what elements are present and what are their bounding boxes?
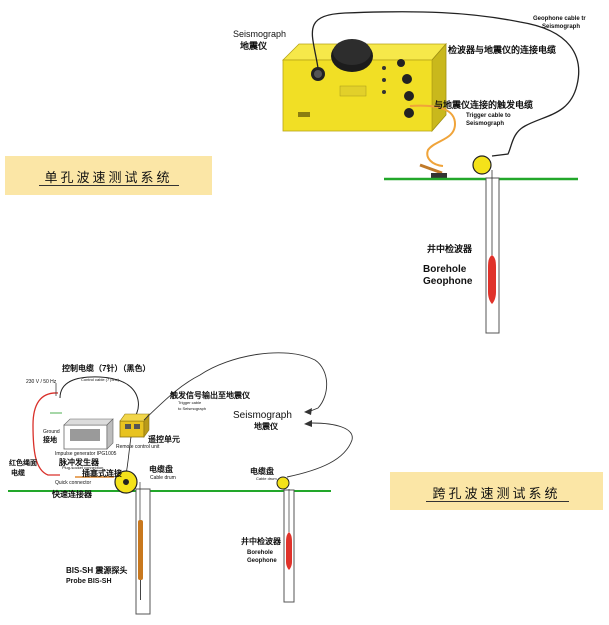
trigger-cable-en-2: Seismograph	[466, 121, 505, 127]
top-seismograph-en: Seismograph	[233, 29, 287, 39]
cable-drum-left-en: Cable drum	[150, 475, 176, 481]
method-label-single-hole-text: 单孔波速测试系统	[44, 170, 173, 185]
red-cable-cn-1: 红色绳面	[9, 460, 37, 467]
cable-drum-right-en: Cable drum	[256, 476, 277, 481]
borehole-left	[135, 482, 151, 615]
red-ground-cable	[32, 392, 60, 476]
quick-cn: 快速连接器	[52, 490, 92, 499]
remote-en: Remote control unit	[116, 444, 160, 450]
bottom-borehole-geophone-cn: 井中检波器	[241, 537, 281, 546]
control-cable	[59, 376, 139, 422]
cable-drum-right	[276, 476, 290, 490]
red-cable-cn-2: 电缆	[11, 470, 25, 477]
trigger-cable	[409, 104, 457, 167]
geophone-cable-cn: 检波器与地震仪的连接电缆	[448, 45, 557, 55]
geophone-cable	[311, 11, 580, 157]
cable-drum-top	[472, 155, 492, 175]
impulse-cn: 脉冲发生器	[59, 458, 99, 467]
top-borehole-geophone-cn: 井中检波器	[427, 244, 473, 254]
cable-drum-left-cn: 电缆盘	[149, 465, 173, 474]
trigger-out-cn: 触发信号输出至地震仪	[170, 391, 250, 400]
top-seismograph-cn: 地震仪	[240, 41, 268, 51]
quick-en: Quick connector	[55, 480, 92, 486]
top-geophone-en: Geophone	[423, 276, 473, 287]
remote-control-unit	[119, 413, 150, 438]
trigger-cable-en-1: Trigger cable to	[466, 113, 511, 119]
borehole-right	[283, 489, 295, 603]
cable-drum-right-cn: 电缆盘	[250, 467, 274, 476]
seismograph-unit	[282, 39, 447, 133]
remote-cn: 遥控单元	[148, 435, 180, 444]
probe-cn: BIS-SH 震源探头	[66, 566, 128, 575]
borehole-top	[485, 170, 500, 334]
plug-en: Plug-socket connection	[62, 465, 104, 470]
geophone-cable-en-2: Seismograph	[542, 24, 581, 30]
plug-cn: 插塞式连接	[82, 469, 122, 478]
impulse-generator	[63, 418, 114, 450]
ground-cn: 接地	[43, 437, 57, 444]
trigger-out-en-2: to Seismograph	[178, 406, 207, 411]
power-label: 230 V / 50 Hz	[26, 379, 57, 385]
trigger-out-cable	[143, 352, 328, 421]
bottom-seismograph-cn: 地震仪	[254, 422, 278, 431]
method-label-single-hole: 单孔波速测试系统	[5, 156, 212, 195]
control-cable-label: 控制电缆（7针）（黑色）	[62, 364, 151, 373]
method-label-cross-hole-text: 跨孔波速测试系统	[432, 486, 561, 501]
control-cable-en: Control cable (7 pins)	[81, 377, 120, 382]
impulse-en: Impulse generator IPG1005	[55, 451, 117, 457]
method-label-single-hole-underline	[39, 185, 179, 186]
method-label-cross-hole-underline	[426, 501, 569, 502]
bottom-geophone-en: Geophone	[247, 558, 277, 564]
ground-en: Ground	[43, 429, 60, 435]
bottom-borehole-en: Borehole	[247, 550, 274, 556]
trigger-cable-cn: 与地震仪连接的触发电缆	[434, 100, 534, 110]
right-drum-cable	[286, 422, 353, 478]
trigger-out-en-1: Trigger cable	[178, 400, 202, 405]
method-label-cross-hole: 跨孔波速测试系统	[390, 472, 603, 510]
probe-en: Probe BIS-SH	[66, 578, 112, 585]
bottom-seismograph-en: Seismograph	[233, 410, 292, 421]
geophone-cable-en-1: Geophone cable tr	[533, 16, 586, 22]
top-borehole-en: Borehole	[423, 264, 467, 275]
trigger-hammer	[419, 163, 447, 178]
